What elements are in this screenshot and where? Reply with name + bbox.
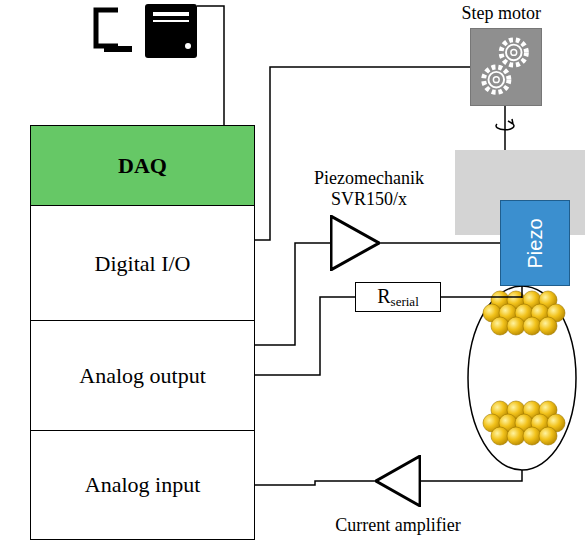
box-label: Digital I/O bbox=[95, 251, 191, 277]
wire bbox=[420, 470, 522, 481]
module-box: Digital I/O bbox=[30, 205, 255, 322]
step-motor: Step motor bbox=[470, 28, 542, 106]
amplifier-symbol: Current amplifier bbox=[375, 455, 421, 507]
module-box: Analog input bbox=[30, 430, 255, 540]
part-label: Current amplifier bbox=[335, 515, 460, 537]
box-label: Analog output bbox=[79, 363, 206, 389]
wire bbox=[441, 296, 522, 298]
resistor-symbol: Rserial bbox=[355, 282, 441, 312]
connector-wire bbox=[255, 481, 375, 485]
box-label: Analog input bbox=[85, 472, 201, 498]
wire bbox=[521, 286, 523, 298]
connector-wire bbox=[255, 297, 355, 375]
triangle-outline bbox=[330, 215, 380, 271]
module-box: Analog output bbox=[30, 320, 255, 432]
connector-wire bbox=[380, 242, 500, 244]
resistor-label: serial bbox=[391, 294, 419, 310]
gold-spheres bbox=[483, 291, 565, 445]
amplifier-symbol: Piezomechanik SVR150/x bbox=[330, 215, 380, 271]
computer-icon bbox=[96, 4, 224, 125]
piezo-actuator: Piezo bbox=[500, 200, 570, 286]
triangle-outline bbox=[375, 455, 421, 507]
connector-wire bbox=[255, 67, 470, 240]
daq-box: DAQ bbox=[30, 125, 255, 207]
resistor-label: R bbox=[377, 285, 390, 308]
box-label: Piezo bbox=[524, 218, 547, 268]
gear-icon bbox=[471, 29, 541, 105]
sample-ellipse bbox=[468, 286, 576, 470]
box-label: DAQ bbox=[118, 153, 167, 179]
part-label: Piezomechanik SVR150/x bbox=[299, 168, 439, 211]
rotation-symbol bbox=[496, 106, 514, 150]
connector-wire bbox=[255, 243, 330, 345]
part-label: Step motor bbox=[462, 3, 542, 25]
